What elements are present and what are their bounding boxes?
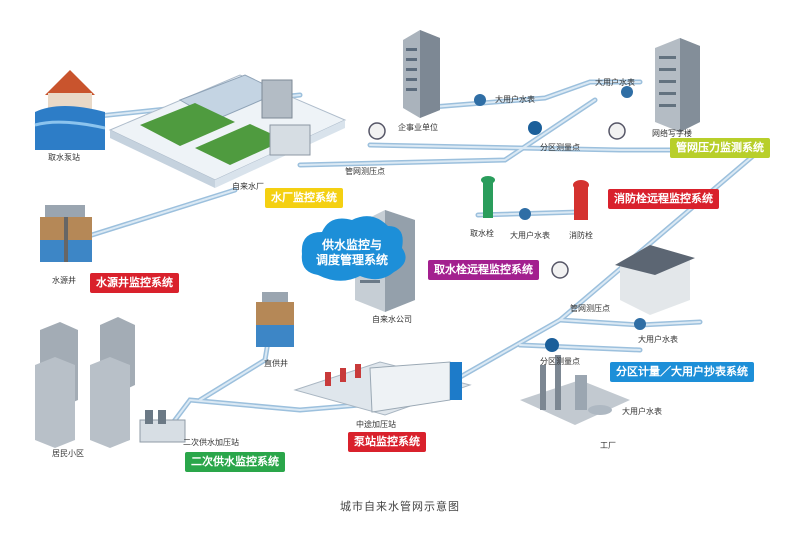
residential-villa <box>615 245 695 315</box>
cloud-line2: 调度管理系统 <box>315 253 388 267</box>
meter-reading-tag: 分区计量／大用户抄表系统 <box>610 362 754 382</box>
water-plant <box>108 74 347 188</box>
figure-caption: 城市自来水管网示意图 <box>340 500 460 513</box>
zone-meter-top-label: 分区测量点 <box>540 143 580 152</box>
cloud-shape <box>301 216 406 281</box>
fire-monitor-tag: 消防栓远程监控系统 <box>608 189 719 209</box>
pressure-point-right-label: 管网测压点 <box>570 304 610 313</box>
hydrant-monitor-tag: 取水栓远程监控系统 <box>428 260 539 280</box>
secondary-monitor-tag: 二次供水监控系统 <box>185 452 285 472</box>
large-meter-mid-label: 大用户水表 <box>510 231 550 240</box>
water-well-label: 水源井 <box>52 276 76 285</box>
booster-station <box>293 361 472 416</box>
cloud-label: 供水监控与 调度管理系统 <box>302 238 402 268</box>
hydrant-icons <box>481 176 589 220</box>
large-meter-factory-label: 大用户水表 <box>622 407 662 416</box>
water-source-well <box>40 205 92 262</box>
plant-monitor-tag: 水厂监控系统 <box>265 188 343 208</box>
pressure-monitor-tag: 管网压力监测系统 <box>670 138 770 158</box>
fire-hydrant-label: 消防栓 <box>569 231 593 240</box>
pressure-point-top-label: 管网测压点 <box>345 167 385 176</box>
factory <box>520 355 630 425</box>
intake-pump-label: 取水泵站 <box>48 153 80 162</box>
residential-label: 居民小区 <box>52 449 84 458</box>
pump-monitor-tag: 泵站监控系统 <box>348 432 426 452</box>
well-monitor-tag: 水源井监控系统 <box>90 273 179 293</box>
large-meter-top-label: 大用户水表 <box>495 95 535 104</box>
cloud-line1: 供水监控与 <box>321 238 382 252</box>
direct-supply-well <box>256 292 294 347</box>
hydrant-label: 取水栓 <box>470 229 494 238</box>
direct-well-label: 直供井 <box>264 359 288 368</box>
office-tower <box>655 38 700 132</box>
intake-pump-station <box>34 70 106 150</box>
enterprise-label: 企事业单位 <box>398 123 438 132</box>
large-meter-right-label: 大用户水表 <box>638 335 678 344</box>
office-building-label: 网络写字楼 <box>652 129 692 138</box>
water-company-label: 自来水公司 <box>372 315 412 324</box>
large-meter-top2-label: 大用户水表 <box>595 78 635 87</box>
enterprise-building <box>403 30 440 118</box>
pressure-gauges <box>368 122 626 279</box>
secondary-booster-label: 二次供水加压站 <box>183 438 239 447</box>
booster-station-label: 中途加压站 <box>356 420 396 429</box>
factory-label: 工厂 <box>600 441 616 450</box>
secondary-booster-station <box>139 410 186 443</box>
residential-towers <box>35 317 135 448</box>
pipe-main-top <box>297 97 598 168</box>
water-plant-label: 自来水厂 <box>232 182 264 191</box>
zone-meter-right-label: 分区测量点 <box>540 357 580 366</box>
